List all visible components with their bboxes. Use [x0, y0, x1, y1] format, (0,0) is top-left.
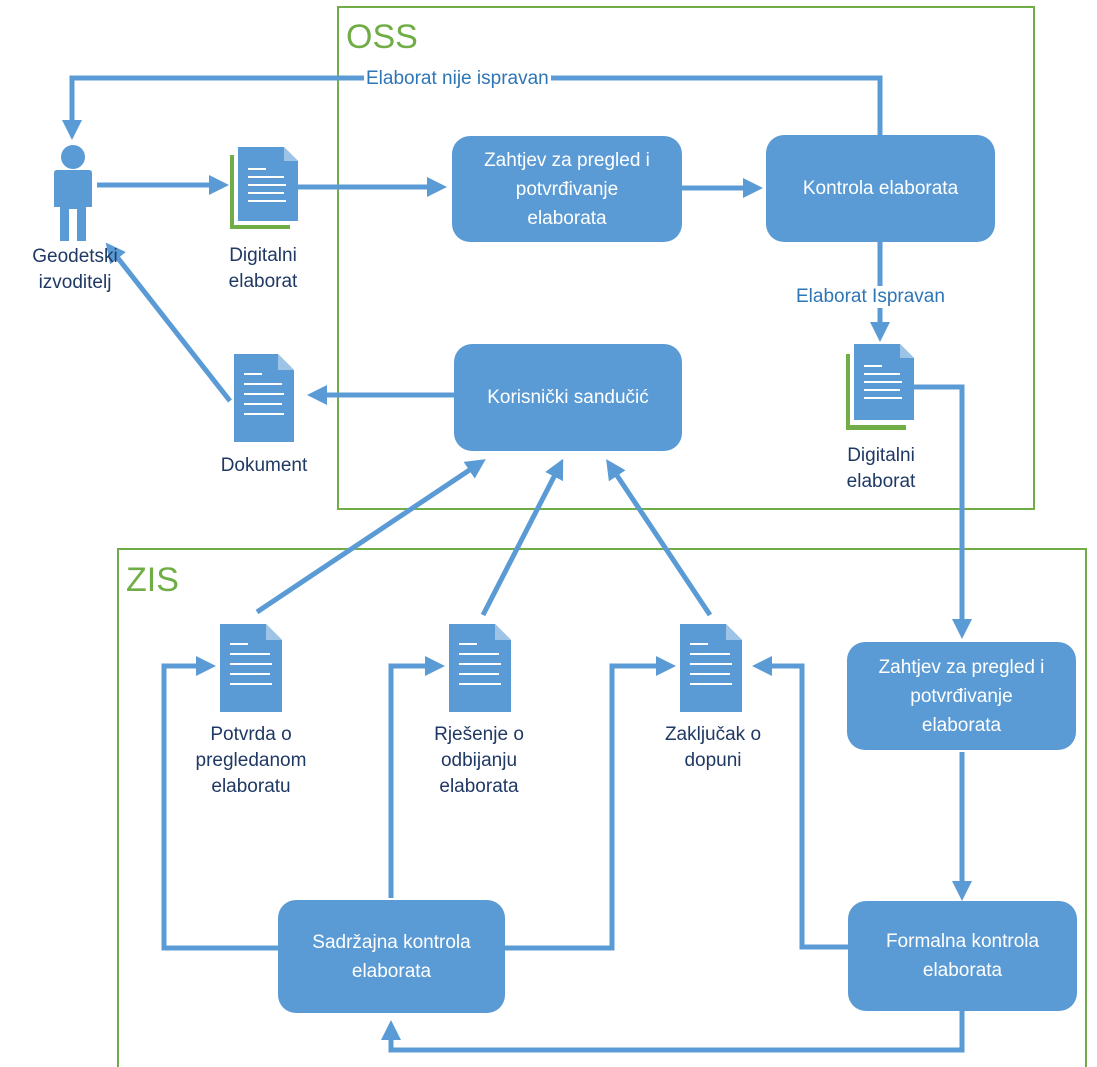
edge-label-nije-ispravan: Elaborat nije ispravan [364, 68, 551, 90]
arrow-formalna-to-sadrzajna [381, 1010, 965, 1053]
digital-elaborat-in-label: Digitalni elaborat [228, 245, 298, 292]
dokument-icon [234, 354, 294, 442]
arrow-formalna-to-zakljucak [751, 656, 848, 950]
arrow-potvrda-to-sanducic [255, 459, 486, 615]
digital-elaborat-out-label: Digitalni elaborat [846, 445, 916, 492]
sanducic-box: Korisnički sandučić [454, 344, 682, 451]
arrow-sadrzajna-to-rjesenje [388, 656, 446, 898]
sadrzajna-box: Sadržajna kontrola elaborata [278, 900, 505, 1013]
digital-elaborat-out-stack-icon [846, 344, 914, 430]
arrow-sadrzajna-to-zakljucak [505, 656, 677, 951]
zis-zahtjev-box: Zahtjev za pregled i potvrđivanje elabor… [847, 642, 1076, 750]
potvrda-doc-icon [220, 624, 282, 712]
zakljucak-doc-icon [680, 624, 742, 712]
oss-zahtjev-box: Zahtjev za pregled i potvrđivanje elabor… [452, 136, 682, 242]
arrow-digital-to-zis-zahtjev [914, 384, 972, 640]
person-icon [54, 145, 92, 241]
arrow-sadrzajna-to-potvrda [161, 656, 278, 951]
arrow-dokument-to-actor [105, 242, 232, 403]
actor-label: Geodetski izvoditelj [32, 246, 118, 293]
rjesenje-doc-icon [449, 624, 511, 712]
potvrda-label: Potvrda o pregledanom elaboratu [195, 724, 307, 797]
formalna-box: Formalna kontrola elaborata [848, 901, 1077, 1011]
zakljucak-label: Zaključak o dopuni [664, 724, 762, 771]
arrow-rjesenje-to-sanducic [480, 458, 564, 617]
oss-frame-title: OSS [346, 18, 418, 56]
rjesenje-label: Rješenje o odbijanju elaborata [434, 724, 524, 797]
oss-frame [337, 6, 1035, 510]
zis-frame [117, 548, 1087, 1067]
zis-frame-title: ZIS [126, 561, 179, 599]
digital-elaborat-stack-icon [230, 147, 298, 229]
arrow-zakljucak-to-sanducic [606, 459, 713, 617]
kontrola-box: Kontrola elaborata [766, 135, 995, 242]
edge-label-ispravan: Elaborat Ispravan [794, 286, 947, 308]
dokument-label: Dokument [220, 455, 308, 476]
